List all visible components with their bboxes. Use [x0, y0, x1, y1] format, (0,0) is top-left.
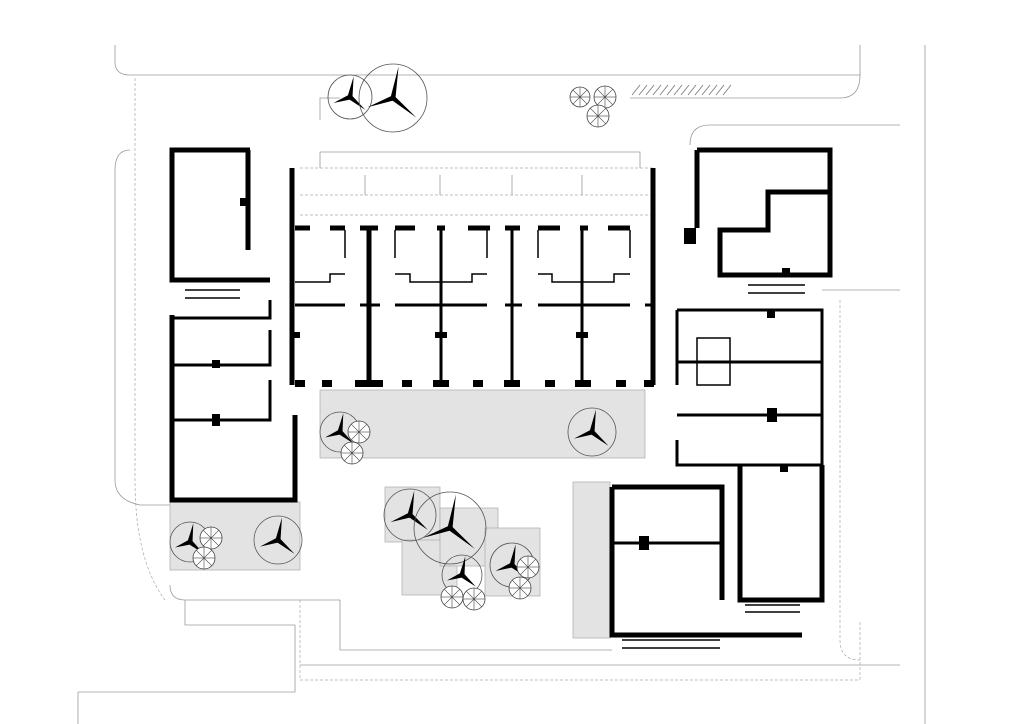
tree-icon	[253, 515, 303, 565]
shrub-icon	[586, 104, 610, 128]
trees	[169, 63, 732, 611]
building-center	[289, 168, 656, 387]
tree-icon	[327, 74, 373, 120]
courtyard-center	[319, 389, 646, 459]
courtyard-right-strip	[572, 481, 611, 639]
tree-icon	[358, 63, 428, 133]
shrub-icon	[569, 86, 591, 108]
building-left	[169, 147, 298, 503]
tree-icon	[319, 411, 361, 453]
shrub-icon	[199, 526, 223, 550]
shrub-icon	[440, 585, 464, 609]
shrub-icon	[516, 555, 540, 579]
shrub-icon	[508, 576, 532, 600]
parking-marks	[631, 84, 732, 96]
shrub-icon	[340, 441, 364, 465]
tree-icon	[567, 407, 617, 457]
shrub-icon	[462, 587, 486, 611]
shrub-icon	[347, 420, 371, 444]
shrub-icon	[593, 85, 617, 109]
building-right-middle	[675, 308, 824, 472]
shrub-icon	[192, 546, 216, 570]
building-right-upper	[684, 147, 833, 294]
tree-icon	[413, 491, 487, 565]
site-lines	[77, 45, 926, 724]
tree-icon	[383, 488, 437, 542]
building-right-lower	[609, 465, 825, 649]
